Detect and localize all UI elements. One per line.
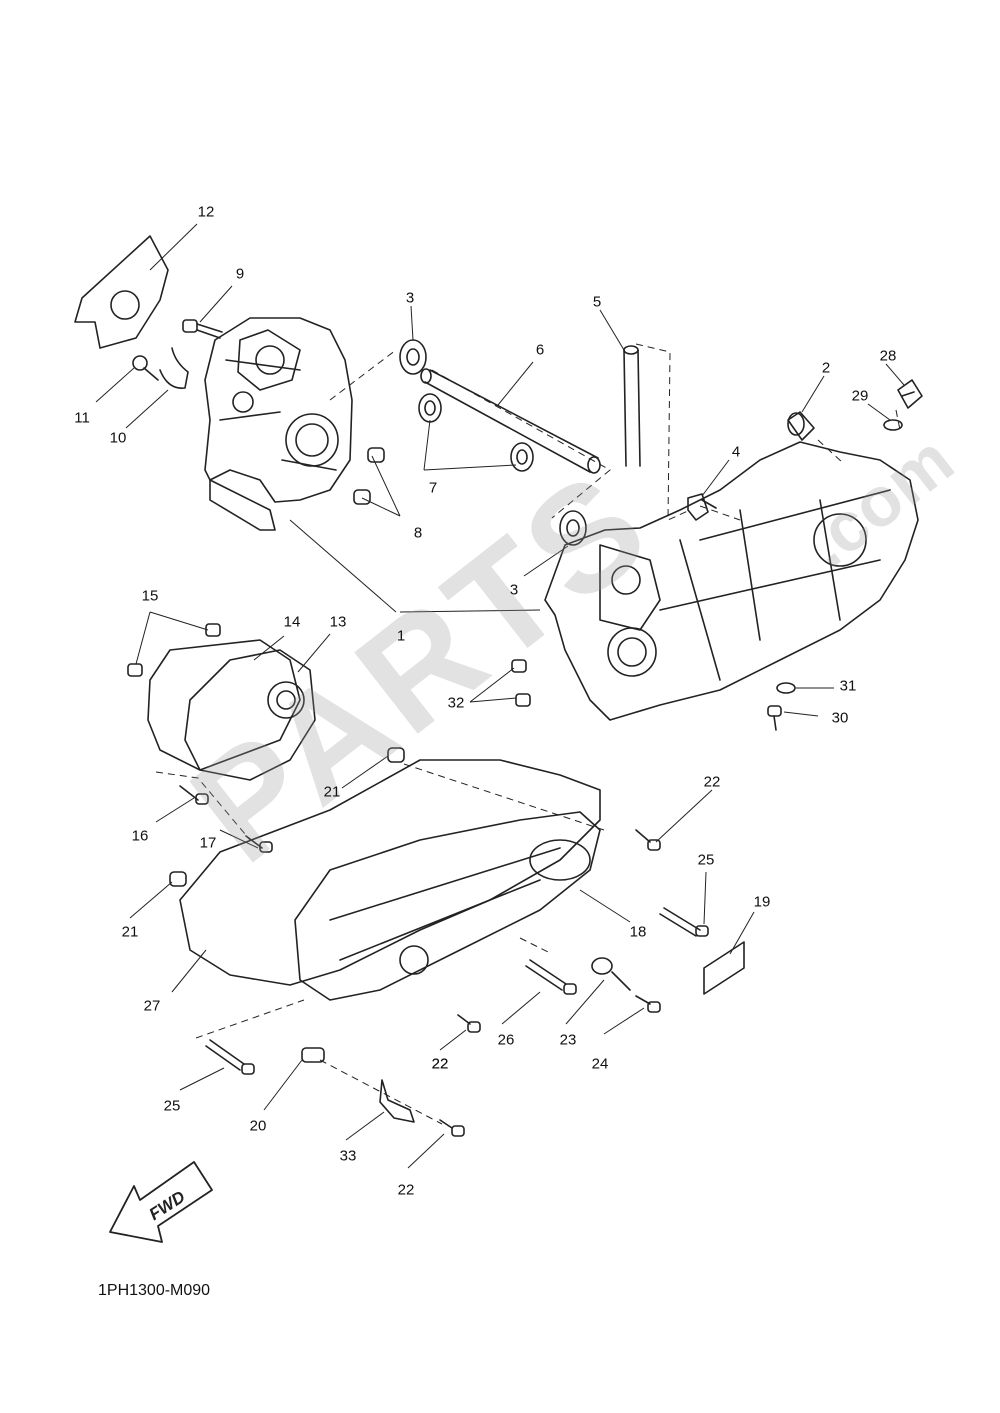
- callout-label: 3: [509, 581, 519, 599]
- callout-label: 30: [831, 709, 849, 727]
- washer-31: [776, 682, 796, 694]
- bolt-25-b: [205, 1039, 255, 1075]
- callout-label: 17: [199, 834, 217, 852]
- left-crankcase: [204, 317, 353, 531]
- crankcase-cover-18: [294, 811, 601, 1001]
- dowel-32-a: [511, 659, 527, 673]
- callout-label: 7: [428, 479, 438, 497]
- bearing-3-lower: [559, 510, 587, 546]
- bolt-26: [525, 959, 577, 995]
- dowel-21-upper: [387, 747, 405, 763]
- dowel-15-a: [127, 663, 143, 677]
- callout-label: 5: [592, 293, 602, 311]
- oil-seal-7-a: [418, 393, 442, 423]
- pipe-5: [623, 345, 641, 467]
- callout-label: 23: [559, 1031, 577, 1049]
- cover-13: [184, 649, 316, 781]
- gasket-27: [179, 759, 601, 986]
- right-crankcase: [544, 441, 919, 721]
- dowel-32-b: [515, 693, 531, 707]
- callout-label: 8: [413, 524, 423, 542]
- callout-label: 2: [821, 359, 831, 377]
- callout-label: 22: [703, 773, 721, 791]
- callout-label: 26: [497, 1031, 515, 1049]
- callout-label: 27: [143, 997, 161, 1015]
- bolt-22-b: [457, 1014, 481, 1033]
- callout-label: 24: [591, 1055, 609, 1073]
- callout-label: 28: [879, 347, 897, 365]
- callout-label: 10: [109, 429, 127, 447]
- bolt-22-a: [635, 829, 661, 851]
- diagram-code: 1PH1300-M090: [98, 1282, 211, 1299]
- callout-label: 22: [431, 1055, 449, 1073]
- callout-label: 33: [339, 1147, 357, 1165]
- callout-label: 21: [323, 783, 341, 801]
- callout-label: 6: [535, 341, 545, 359]
- screw-11: [132, 355, 159, 381]
- bracket-33: [379, 1079, 415, 1123]
- oil-seal-7-b: [510, 442, 534, 472]
- bolt-30: [767, 705, 782, 731]
- clamp-10: [159, 347, 189, 389]
- callout-label: 22: [397, 1181, 415, 1199]
- callout-label: 25: [697, 851, 715, 869]
- callout-label: 19: [753, 893, 771, 911]
- collar-2: [787, 411, 815, 441]
- plate-gasket-12: [74, 235, 169, 349]
- callout-label: 29: [851, 387, 869, 405]
- callout-label: 22: [431, 1055, 449, 1073]
- callout-label: 11: [74, 409, 90, 427]
- callout-label: 4: [731, 443, 741, 461]
- dowel-20: [301, 1047, 325, 1063]
- callout-label: 31: [839, 677, 857, 695]
- callout-label: 32: [447, 694, 465, 712]
- dowel-15-b: [205, 623, 221, 637]
- screw-24: [635, 995, 661, 1013]
- clip-4: [687, 493, 717, 521]
- bolt-22-c: [439, 1119, 465, 1137]
- dowel-21-lower: [169, 871, 187, 887]
- fwd-arrow-icon: [109, 1161, 213, 1243]
- screw-16: [179, 785, 209, 805]
- callout-label: 21: [121, 923, 139, 941]
- dowel-pins-8: [353, 447, 385, 505]
- label-plate-19: [703, 941, 745, 995]
- callout-label: 13: [329, 613, 347, 631]
- callout-label: 18: [629, 923, 647, 941]
- gasket-14: [147, 639, 301, 771]
- bolt-9: [182, 319, 223, 339]
- callout-label: 9: [235, 265, 245, 283]
- callout-label: 12: [197, 203, 215, 221]
- callout-label: 16: [131, 827, 149, 845]
- callout-label: 20: [249, 1117, 267, 1135]
- callout-label: 15: [141, 587, 159, 605]
- callout-label: 25: [163, 1097, 181, 1115]
- callout-label: 3: [405, 289, 415, 307]
- callout-label: 14: [283, 613, 301, 631]
- clamp-23: [591, 957, 631, 991]
- bearing-3-upper: [399, 339, 427, 375]
- plug-28: [897, 379, 923, 409]
- bolt-25-a: [659, 907, 709, 937]
- washer-29: [883, 419, 903, 431]
- callout-label: 1: [396, 627, 406, 645]
